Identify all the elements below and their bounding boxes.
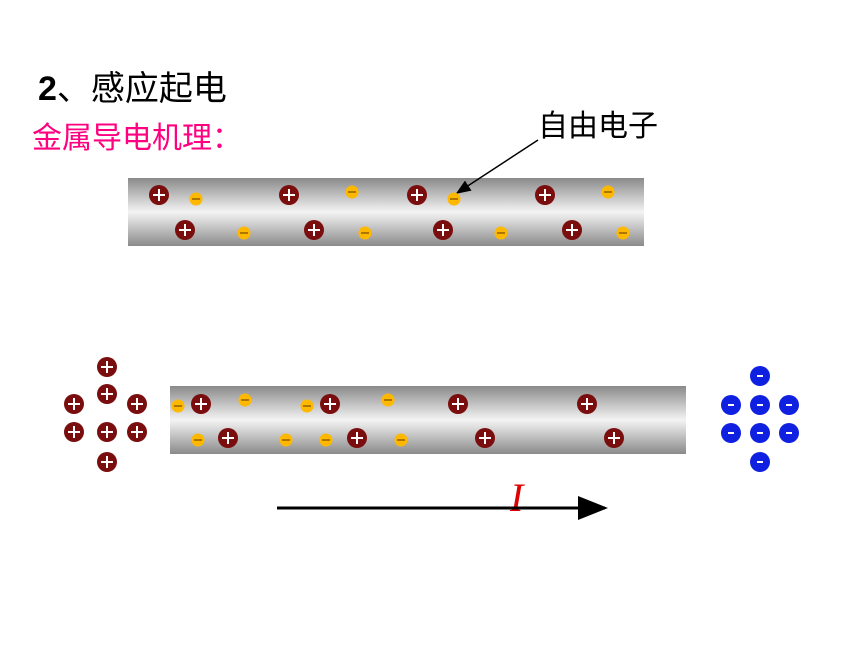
free-electron	[394, 433, 408, 447]
positive-ion	[191, 394, 211, 414]
free-electron	[345, 185, 359, 199]
positive-ion	[304, 220, 324, 240]
positive-ion	[562, 220, 582, 240]
negative-charge-cluster-item	[721, 423, 741, 443]
free-electron	[616, 226, 630, 240]
positive-ion	[175, 220, 195, 240]
conductor-rod-top	[128, 178, 644, 246]
negative-charge-cluster-item	[779, 395, 799, 415]
free-electron	[191, 433, 205, 447]
positive-ion	[475, 428, 495, 448]
positive-ion	[448, 394, 468, 414]
free-electron	[494, 226, 508, 240]
negative-charge-cluster-item	[750, 452, 770, 472]
conductor-rod-bottom	[170, 386, 686, 454]
free-electron	[238, 393, 252, 407]
heading-number: 2	[38, 70, 57, 108]
free-electron	[171, 399, 185, 413]
positive-charge-cluster-item	[64, 422, 84, 442]
free-electron	[319, 433, 333, 447]
free-electron	[300, 399, 314, 413]
negative-charge-cluster-item	[779, 423, 799, 443]
positive-ion	[218, 428, 238, 448]
positive-ion	[535, 185, 555, 205]
free-electron	[358, 226, 372, 240]
positive-ion	[320, 394, 340, 414]
positive-ion	[149, 185, 169, 205]
section-subheading: 金属导电机理：	[32, 121, 242, 156]
slide-heading: 2、感应起电	[38, 72, 227, 106]
negative-charge-cluster-item	[750, 423, 770, 443]
negative-charge-cluster-item	[750, 366, 770, 386]
negative-charge-cluster-item	[721, 395, 741, 415]
positive-ion	[279, 185, 299, 205]
positive-ion	[407, 185, 427, 205]
positive-charge-cluster-item	[97, 384, 117, 404]
free-electron	[447, 192, 461, 206]
positive-charge-cluster-item	[127, 422, 147, 442]
annotation-pointer	[455, 139, 539, 194]
free-electron	[189, 192, 203, 206]
free-electron	[381, 393, 395, 407]
negative-charge-cluster-item	[750, 395, 770, 415]
free-electron-annotation: 自由电子	[538, 109, 658, 144]
positive-charge-cluster-item	[97, 422, 117, 442]
positive-charge-cluster-item	[64, 394, 84, 414]
free-electron	[237, 226, 251, 240]
positive-ion	[577, 394, 597, 414]
heading-text: 、感应起电	[56, 69, 227, 109]
positive-charge-cluster-item	[97, 452, 117, 472]
free-electron	[601, 185, 615, 199]
positive-ion	[347, 428, 367, 448]
positive-charge-cluster-item	[127, 394, 147, 414]
positive-ion	[433, 220, 453, 240]
free-electron	[279, 433, 293, 447]
positive-ion	[604, 428, 624, 448]
positive-charge-cluster-item	[97, 357, 117, 377]
